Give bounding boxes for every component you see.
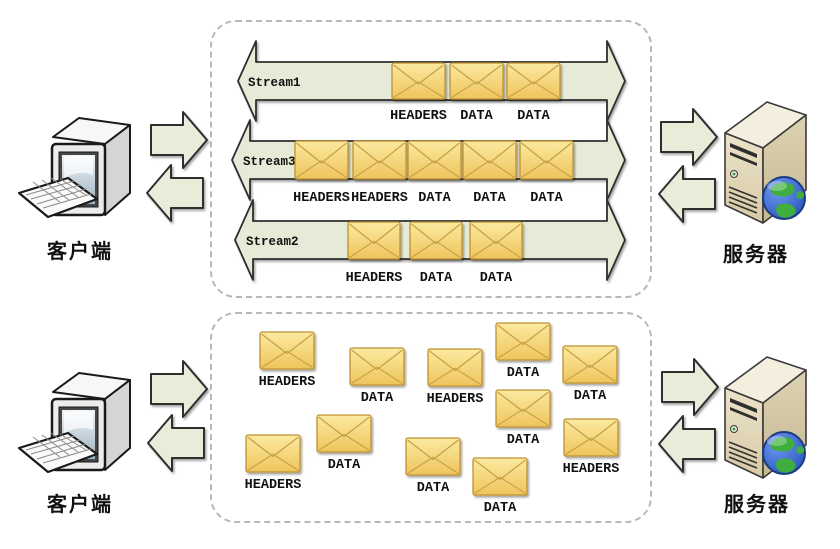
frame-label: DATA — [460, 109, 493, 124]
scattered-frame: HEADERS — [563, 418, 620, 477]
server-tower-globe-icon — [724, 101, 807, 224]
frame-label: DATA — [480, 271, 513, 286]
scattered-frame: DATA — [349, 347, 405, 406]
right-block-arrow-icon — [661, 358, 719, 416]
globe-icon — [762, 431, 806, 475]
envelope-icon — [562, 345, 618, 384]
frame-label: HEADERS — [427, 392, 484, 407]
frame-label: HEADERS — [293, 191, 350, 206]
left-block-arrow-icon — [147, 414, 205, 472]
frame-label: DATA — [574, 389, 607, 404]
envelope-icon — [294, 140, 349, 180]
scattered-frames-svg: HEADERS DATA HEADERS DATA DATA DATA HEADERS DAT… — [245, 322, 620, 516]
frame-label: HEADERS — [259, 375, 316, 390]
stream-name-label: Stream2 — [246, 235, 299, 249]
client-label-top: 客户端 — [47, 241, 113, 263]
envelope-icon — [519, 140, 574, 180]
envelope-icon — [563, 418, 619, 457]
frame-label: HEADERS — [245, 478, 302, 493]
envelope-icon — [462, 140, 517, 180]
envelope-icon — [407, 140, 462, 180]
frame-label: DATA — [361, 391, 394, 406]
envelope-icon — [427, 348, 483, 387]
scattered-frame: DATA — [405, 437, 461, 496]
envelope-icon — [391, 62, 446, 100]
scattered-frame: DATA — [472, 457, 528, 516]
envelope-icon — [469, 221, 523, 260]
envelope-icon — [495, 322, 551, 361]
scattered-frame: DATA — [316, 414, 372, 473]
server-tower-globe-icon — [724, 356, 807, 479]
envelope-icon — [347, 221, 401, 260]
client-label-bottom: 客户端 — [47, 494, 113, 516]
desktop-computer-icon — [17, 117, 131, 219]
globe-icon — [762, 176, 806, 220]
envelope-icon — [405, 437, 461, 476]
envelope-icon — [449, 62, 504, 100]
envelope-icon — [472, 457, 528, 496]
frame-label: DATA — [417, 481, 450, 496]
server-label-top: 服务器 — [723, 244, 789, 266]
right-block-arrow-icon — [150, 360, 208, 418]
scattered-frame: HEADERS — [427, 348, 484, 407]
scattered-frame: DATA — [495, 322, 551, 381]
server-label-bottom: 服务器 — [724, 494, 790, 516]
stream-name-label: Stream3 — [243, 155, 296, 169]
envelope-icon — [349, 347, 405, 386]
scattered-frame: DATA — [562, 345, 618, 404]
stream-name-label: Stream1 — [248, 76, 301, 90]
frame-label: DATA — [418, 191, 451, 206]
frame-label: DATA — [484, 501, 517, 516]
scattered-frame: DATA — [495, 389, 551, 448]
frame-label: HEADERS — [351, 191, 408, 206]
frame-label: DATA — [530, 191, 563, 206]
left-block-arrow-icon — [146, 164, 204, 222]
frame-label: HEADERS — [390, 109, 447, 124]
desktop-computer-icon — [17, 372, 131, 474]
right-block-arrow-icon — [150, 111, 208, 169]
frame-label: DATA — [473, 191, 506, 206]
envelope-icon — [352, 140, 407, 180]
envelope-icon — [506, 62, 561, 100]
scattered-frame: HEADERS — [245, 434, 302, 493]
left-block-arrow-icon — [658, 415, 716, 473]
frame-label: DATA — [517, 109, 550, 124]
frame-label: DATA — [328, 458, 361, 473]
envelope-icon — [409, 221, 463, 260]
right-block-arrow-icon — [660, 108, 718, 166]
envelope-icon — [259, 331, 315, 370]
envelope-icon — [316, 414, 372, 453]
frame-label: HEADERS — [346, 271, 403, 286]
frame-label: DATA — [507, 433, 540, 448]
scattered-frame: HEADERS — [259, 331, 316, 390]
envelope-icon — [495, 389, 551, 428]
frame-label: DATA — [420, 271, 453, 286]
frame-label: DATA — [507, 366, 540, 381]
envelope-icon — [245, 434, 301, 473]
frame-label: HEADERS — [563, 462, 620, 477]
left-block-arrow-icon — [658, 165, 716, 223]
